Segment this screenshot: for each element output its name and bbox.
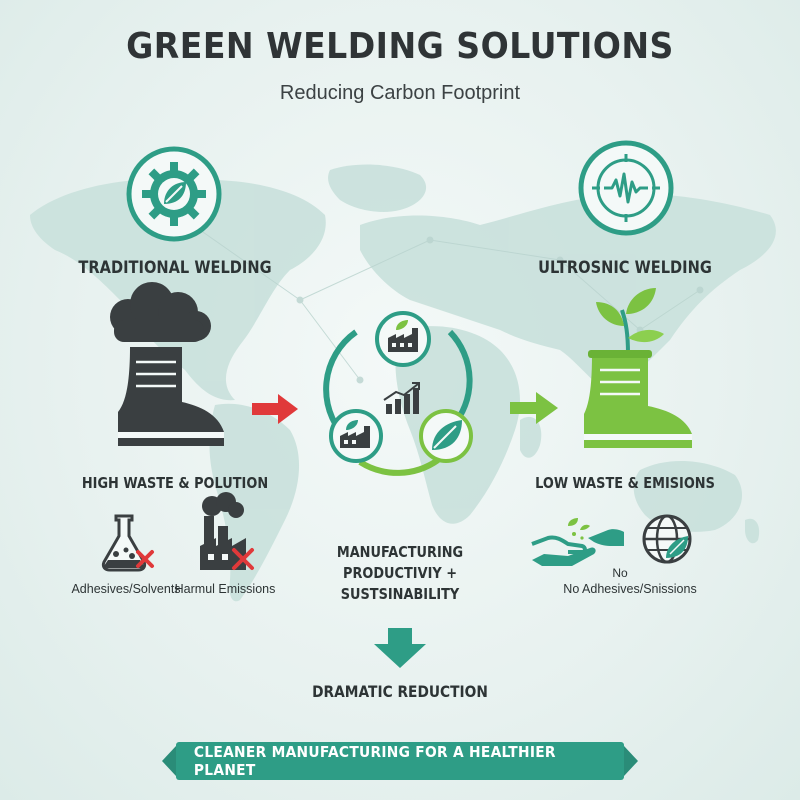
page-subtitle: Reducing Carbon Footprint <box>279 82 521 104</box>
flask-icon <box>101 514 154 572</box>
footer-banner: CLEANER MANUFACTURING FOR A HEALTHIER PL… <box>162 742 638 780</box>
page-title: GREEN WELDING SOLUTIONS <box>126 26 674 67</box>
caption-line-1: MANUFACTURING <box>336 543 464 561</box>
gear-leaf-icon <box>126 146 222 242</box>
traditional-welding-heading: TRADITIONAL WELDING <box>78 258 272 278</box>
growth-chart-icon <box>383 382 420 414</box>
factory-smoke-icon <box>200 492 254 570</box>
manufacturing-caption: MANUFACTURING PRODUCTIVIY + SUSTSINABILI… <box>305 542 494 605</box>
no-note-line-1: No <box>612 566 628 580</box>
caption-line-3: SUSTSINABILITY <box>340 585 460 603</box>
footer-banner-text: CLEANER MANUFACTURING FOR A HEALTHIER PL… <box>193 743 556 779</box>
low-waste-text: LOW WASTE & EMISIONS <box>535 474 715 492</box>
green-arrow-icon <box>510 392 558 424</box>
ultrasonic-welding-heading: ULTROSNIC WELDING <box>538 258 712 278</box>
adhesives-solvents-label: Adhesives/Solvents <box>71 582 181 596</box>
leaf-icon <box>419 409 473 463</box>
no-note-line-2: No Adhesives/Snissions <box>563 582 697 596</box>
factory-leaf-icon <box>375 311 431 367</box>
caption-line-2: PRODUCTIVIY + <box>342 564 458 582</box>
red-arrow-icon <box>252 394 298 424</box>
green-boot-sprout-icon <box>584 288 692 448</box>
dramatic-reduction-text: DRAMATIC REDUCTION <box>312 682 488 701</box>
harmful-emissions-label: Harmul Emissions <box>174 582 276 596</box>
globe-leaf-icon <box>642 514 692 564</box>
ultrasonic-wave-icon <box>578 140 674 236</box>
high-waste-text: HIGH WASTE & POLUTION <box>81 474 269 492</box>
polluting-boot-icon <box>110 282 224 446</box>
down-arrow-icon <box>374 628 426 668</box>
hands-leaf-icon <box>531 518 624 566</box>
factory-leaf-icon <box>329 409 383 463</box>
